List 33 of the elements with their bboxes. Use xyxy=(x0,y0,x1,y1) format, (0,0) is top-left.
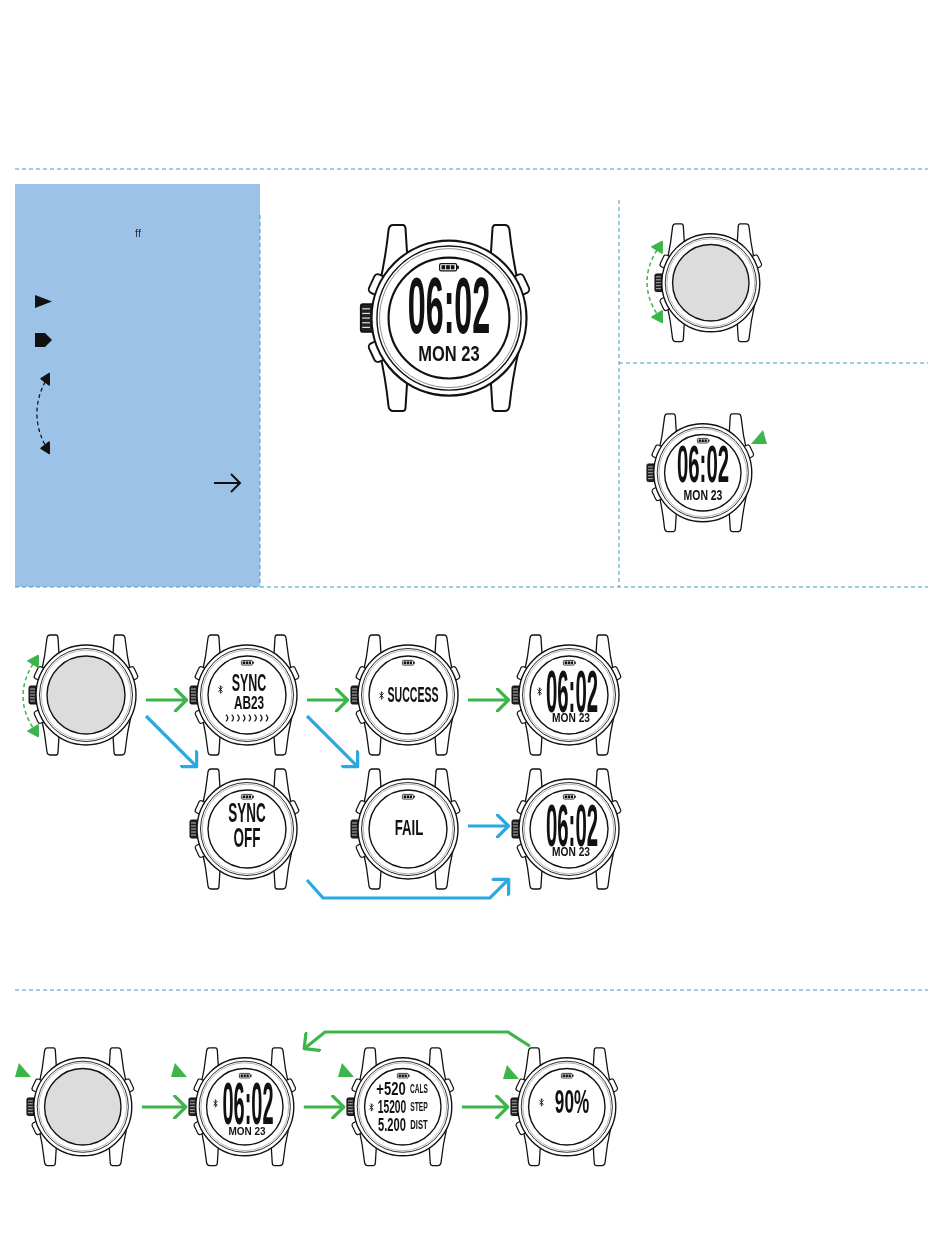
watch-display-text: AB23 xyxy=(233,695,265,711)
watch-display-text: MON 23 xyxy=(552,714,590,724)
watch-display-text: MON 23 xyxy=(552,848,590,858)
arrow xyxy=(305,714,360,769)
arrow xyxy=(303,1094,346,1120)
watch-display-text: 06:02 xyxy=(676,445,730,485)
arrow xyxy=(141,1094,188,1120)
watch-display-text: 90% xyxy=(554,1089,590,1115)
watch-display-text: SUCCESS xyxy=(387,686,439,704)
arrow xyxy=(461,1094,510,1120)
arrow xyxy=(468,687,511,713)
watch-display-text: STEP xyxy=(409,1102,428,1112)
watch-display-text: FAIL xyxy=(394,819,424,837)
watch-display-text: SYNC OFF xyxy=(228,801,266,851)
panel-text: ff xyxy=(135,226,141,240)
watch-display-text: DIST xyxy=(409,1119,428,1130)
watch-display-text: +520 xyxy=(376,1082,406,1097)
arrow xyxy=(146,687,189,713)
arrow xyxy=(302,1030,531,1052)
watch-display-text: MON 23 xyxy=(683,490,723,501)
arrow xyxy=(468,813,511,839)
watch-display-text: CALS xyxy=(409,1084,428,1095)
watch-display-text: MON 23 xyxy=(418,345,480,362)
info-panel xyxy=(15,184,260,587)
watch-display-text: 5.200 xyxy=(378,1117,407,1132)
arrow xyxy=(305,877,511,900)
watch-display-text: SYNC xyxy=(231,673,267,693)
arrow xyxy=(144,714,199,769)
watch-display-text: 15200 xyxy=(377,1099,407,1115)
watch-display-text: 06:02 xyxy=(222,1081,274,1127)
arrow xyxy=(307,687,350,713)
watch-display-text: MON 23 xyxy=(228,1126,266,1135)
watch-display-text: 06:02 xyxy=(407,274,491,337)
